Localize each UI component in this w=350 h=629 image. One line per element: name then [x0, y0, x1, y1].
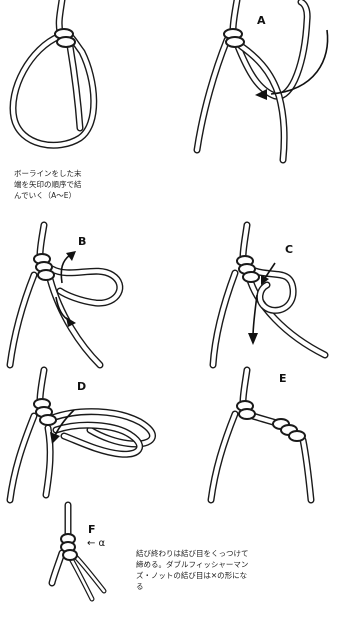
final-caption: 結び終わりは結び目をくっつけて 締める。ダブルフィッシャーマン ズ・ノットの結び…	[136, 548, 276, 592]
panel-step-c: C	[175, 225, 350, 370]
panel-step-a: A	[175, 0, 350, 160]
step-a-drawing	[175, 0, 350, 160]
step-c-drawing	[175, 225, 350, 370]
panel-step-f: F ← α 結び終わりは結び目をくっつけて 締める。ダブルフィッシャーマン ズ・…	[0, 505, 350, 629]
step-b-drawing	[0, 225, 175, 370]
bowline-rope	[13, 0, 94, 145]
panel-step-d: D	[0, 370, 175, 505]
panel-step-b: B	[0, 225, 175, 370]
bowline-knot	[55, 29, 75, 47]
panel-step-e: E	[175, 370, 350, 505]
bowline-loop-drawing	[0, 0, 175, 160]
step-e-drawing	[175, 370, 350, 505]
intro-caption: ボーラインをした末 端を矢印の順序で結 んでいく（A〜E）	[14, 168, 124, 201]
direction-arrow-c-down	[253, 295, 257, 337]
step-d-drawing	[0, 370, 175, 505]
panel-bowline-loop: ボーラインをした末 端を矢印の順序で結 んでいく（A〜E）	[0, 0, 175, 160]
